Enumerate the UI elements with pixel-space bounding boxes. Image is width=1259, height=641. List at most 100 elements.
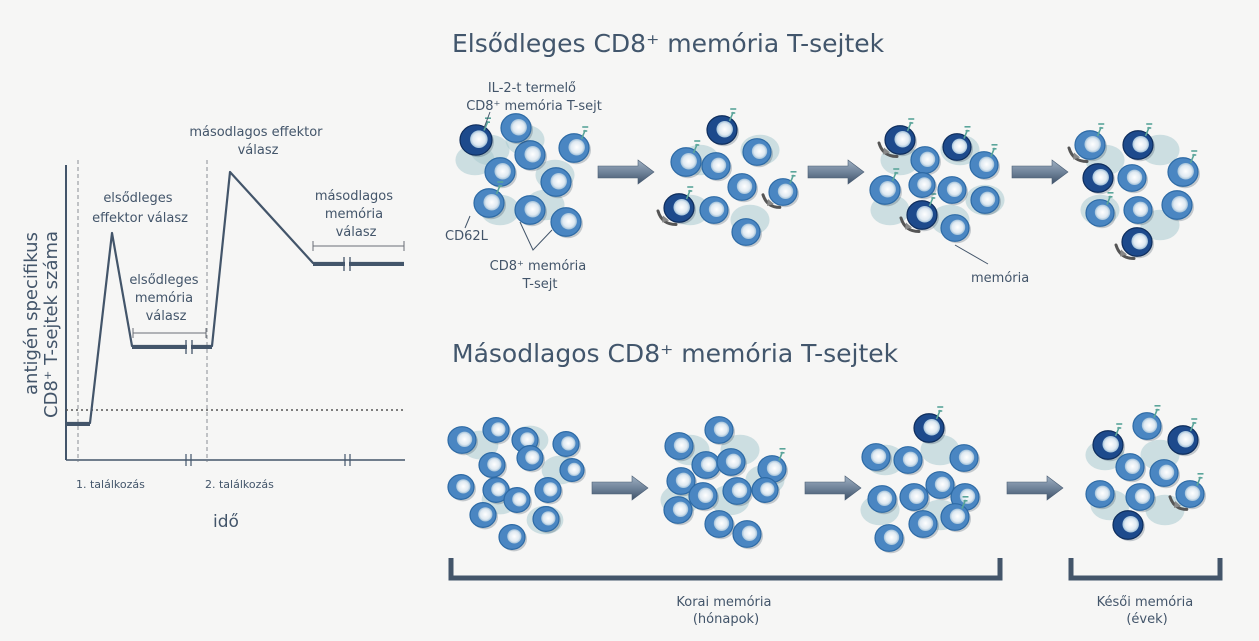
memory-t-cell bbox=[1149, 459, 1180, 489]
early-memory-label: Korai memória (hónapok) bbox=[676, 595, 775, 627]
secondary-effector-label: másodlagos effektor válasz bbox=[189, 125, 326, 158]
x-axis-label: idő bbox=[213, 512, 239, 532]
il2-memory-cell bbox=[1112, 510, 1145, 542]
memory-t-cell bbox=[867, 485, 898, 515]
y-axis-label-line2: CD8⁺ T-sejtek száma bbox=[41, 231, 62, 418]
memory-t-cell bbox=[1085, 192, 1116, 229]
il2-memory-cell bbox=[1114, 227, 1154, 260]
il2-memory-cell bbox=[942, 126, 973, 163]
memory-t-cell bbox=[1168, 472, 1206, 511]
memory-t-cell bbox=[969, 144, 1000, 181]
memory-t-cell bbox=[670, 140, 703, 179]
il2-memory-cell bbox=[1122, 123, 1155, 162]
memory-t-cell bbox=[1085, 480, 1116, 510]
memory-t-cell bbox=[552, 431, 581, 459]
il2-memory-cell bbox=[1167, 418, 1200, 457]
x-axis-break bbox=[185, 454, 351, 466]
memory-t-cell bbox=[1132, 404, 1163, 442]
primary-title: Elsődleges CD8⁺ memória T-sejtek bbox=[452, 29, 885, 58]
memory-t-cell bbox=[663, 496, 694, 526]
memory-t-cell bbox=[1115, 453, 1146, 483]
memory-t-cell bbox=[534, 477, 563, 505]
memory-t-cell bbox=[1167, 150, 1200, 189]
encounter-1-label: 1. találkozás bbox=[76, 478, 145, 491]
memory-t-cell bbox=[1161, 190, 1194, 222]
progression-arrow bbox=[1006, 475, 1064, 501]
progression-arrow bbox=[804, 475, 862, 501]
il2-memory-cell bbox=[706, 108, 739, 147]
memory-t-cell bbox=[516, 445, 545, 473]
il2-memory-cell bbox=[877, 118, 917, 158]
memory-cell-label: CD8⁺ memória T-sejt bbox=[490, 259, 591, 292]
memory-t-cell bbox=[937, 176, 968, 206]
memory-t-cell bbox=[732, 520, 763, 550]
il2-memory-cell bbox=[1082, 163, 1115, 195]
progression-arrow bbox=[1011, 159, 1069, 185]
memory-t-cell bbox=[514, 140, 547, 172]
memory-t-cell bbox=[1117, 164, 1148, 194]
il2-memory-cell bbox=[656, 186, 696, 226]
memory-t-cell bbox=[558, 126, 591, 165]
memory-t-cell bbox=[1067, 123, 1107, 163]
kinetics-graph: antigén specifikus CD8⁺ T-sejtek száma i… bbox=[21, 125, 405, 532]
memory-t-cell bbox=[899, 483, 930, 513]
memory-t-cell bbox=[727, 173, 758, 203]
cd62l-label: CD62L bbox=[445, 229, 489, 244]
primary-memory-label: elsődleges memória válasz bbox=[129, 273, 202, 324]
bottom-brackets bbox=[448, 558, 1223, 581]
memory-t-cell bbox=[925, 471, 956, 501]
secondary-memory-label: másodlagos memória válasz bbox=[315, 189, 397, 240]
memory-t-cell bbox=[503, 487, 532, 515]
progression-arrow bbox=[597, 159, 655, 185]
memory-t-cell bbox=[482, 417, 511, 445]
memory-t-cell bbox=[447, 426, 478, 456]
late-memory-label: Késői memória (évek) bbox=[1097, 595, 1198, 627]
encounter-2-label: 2. találkozás bbox=[205, 478, 274, 491]
memory-t-cell bbox=[731, 218, 762, 248]
memory-t-cell bbox=[861, 443, 892, 473]
il2-memory-cell bbox=[913, 406, 946, 445]
secondary-title: Másodlagos CD8⁺ memória T-sejtek bbox=[452, 339, 899, 368]
memory-t-cell bbox=[1123, 196, 1154, 226]
memory-t-cell bbox=[716, 448, 747, 478]
ghost-cell bbox=[880, 144, 920, 176]
memory-t-cell bbox=[699, 196, 730, 226]
memory-t-cell bbox=[664, 432, 695, 462]
memory-brackets bbox=[132, 241, 405, 338]
memory-t-cell bbox=[722, 477, 753, 507]
memory-t-cell bbox=[478, 452, 507, 480]
il2-label: IL-2-t termelő CD8⁺ memória T-sejt bbox=[466, 81, 602, 114]
memory-t-cell bbox=[949, 444, 980, 474]
process-arrows bbox=[591, 159, 1069, 501]
memory-t-cell bbox=[540, 167, 573, 199]
memory-label: memória bbox=[971, 271, 1029, 286]
memory-t-cell bbox=[970, 186, 1001, 216]
progression-arrow bbox=[591, 475, 649, 501]
memory-t-cell bbox=[761, 171, 799, 209]
il2-memory-cell bbox=[899, 193, 939, 233]
memory-t-cell bbox=[869, 168, 902, 207]
memory-t-cell bbox=[473, 181, 506, 220]
memory-t-cell bbox=[498, 524, 527, 552]
progression-arrow bbox=[807, 159, 865, 185]
memory-t-cell bbox=[751, 477, 780, 505]
memory-t-cell bbox=[688, 482, 719, 512]
memory-t-cell bbox=[701, 152, 732, 182]
memory-t-cell bbox=[469, 502, 498, 530]
memory-t-cell bbox=[532, 506, 561, 534]
memory-t-cell bbox=[704, 510, 735, 540]
memory-t-cell bbox=[550, 207, 583, 239]
cell-clusters bbox=[447, 108, 1206, 554]
memory-t-cell bbox=[742, 138, 773, 168]
ghost-cell bbox=[1145, 494, 1185, 526]
il2-memory-cell bbox=[459, 117, 494, 158]
il2-memory-cell bbox=[1092, 423, 1125, 462]
memory-t-cell bbox=[893, 446, 924, 476]
curve-break bbox=[187, 255, 349, 356]
memory-t-cell bbox=[1125, 483, 1156, 513]
memory-t-cell bbox=[910, 146, 941, 176]
memory-t-cell bbox=[704, 416, 735, 446]
memory-t-cell bbox=[940, 214, 971, 244]
y-axis-label-line1: antigén specifikus bbox=[21, 232, 42, 395]
